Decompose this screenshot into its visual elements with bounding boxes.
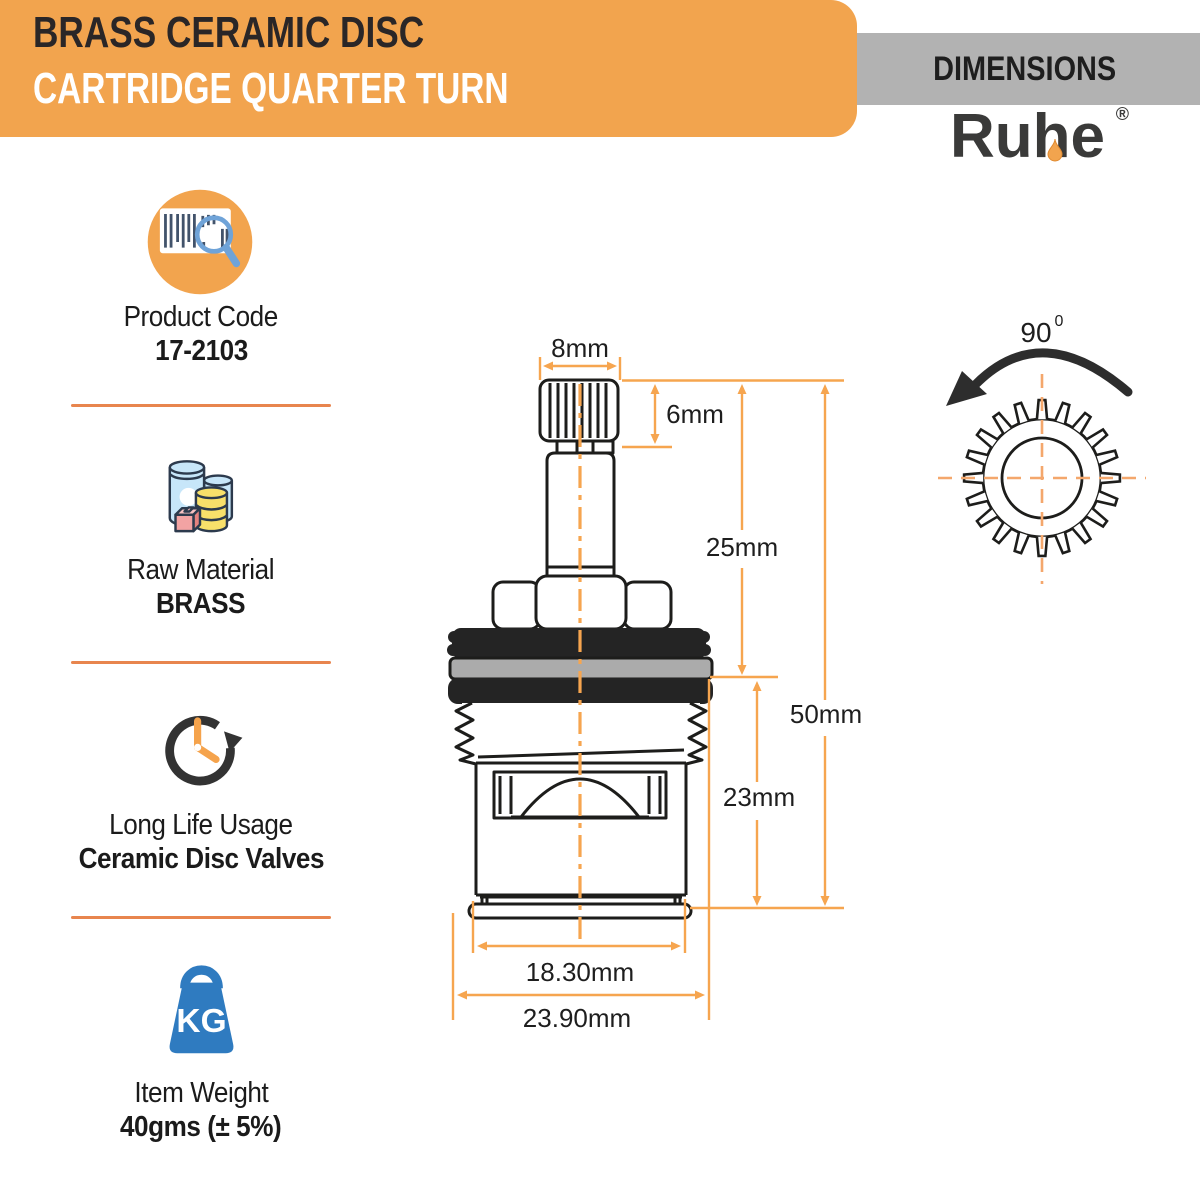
long-life-label: Long Life Usage	[109, 809, 293, 841]
rotation-angle: 90	[1020, 317, 1051, 348]
long-life-value: Ceramic Disc Valves	[78, 843, 324, 875]
sidebar-divider	[71, 661, 331, 664]
dimension-lines	[451, 357, 844, 1020]
dimension-labels: 8mm 6mm 25mm 50mm 23mm 18.30mm 23.90mm	[523, 333, 862, 1033]
title-banner: BRASS CERAMIC DISC CARTRIDGE QUARTER TUR…	[0, 0, 857, 137]
spline-top-view: 90 0	[938, 313, 1146, 584]
dim-body-height: 23mm	[723, 782, 795, 812]
dim-body-diameter: 18.30mm	[526, 957, 634, 987]
item-weight-label: Item Weight	[134, 1077, 268, 1109]
thread-right	[685, 701, 708, 766]
sidebar-divider	[71, 404, 331, 407]
rotation-angle-sup: 0	[1055, 313, 1064, 330]
dimensions-bar: DIMENSIONS	[850, 33, 1200, 105]
water-drop-icon	[1047, 139, 1063, 162]
dimension-arrowheads	[457, 361, 830, 1000]
dim-overall-height: 50mm	[790, 699, 862, 729]
raw-material-value: BRASS	[156, 588, 246, 620]
dim-upper-height: 25mm	[706, 532, 778, 562]
brand-logo: Ruhe ®	[855, 102, 1200, 171]
product-title-line1: BRASS CERAMIC DISC	[33, 8, 425, 57]
crosshair-lines	[938, 374, 1146, 584]
barcode-search-icon	[147, 189, 253, 295]
dim-spline-height: 6mm	[666, 399, 724, 429]
kg-text: KG	[176, 1003, 226, 1040]
material-cans-icon	[168, 460, 234, 533]
rotation-arrowhead	[946, 371, 987, 406]
rotation-arrow-icon	[971, 348, 1133, 397]
product-title-line2: CARTRIDGE QUARTER TURN	[33, 64, 509, 113]
raw-material-label: Raw Material	[127, 554, 275, 586]
item-weight-value: 40gms (± 5%)	[120, 1111, 282, 1143]
product-code-value: 17-2103	[154, 335, 248, 367]
dim-spline-width: 8mm	[551, 333, 609, 363]
thread-left	[454, 701, 477, 766]
dim-base-diameter: 23.90mm	[523, 1003, 631, 1033]
dimensions-label: DIMENSIONS	[933, 49, 1117, 88]
brand-name: Ruhe	[950, 102, 1105, 171]
ceramic-disc-arc	[519, 777, 641, 818]
clock-rotation-icon	[165, 715, 243, 786]
sidebar-divider	[71, 916, 331, 919]
kg-weight-icon: KG	[169, 965, 234, 1054]
registered-mark: ®	[1115, 104, 1129, 124]
product-code-label: Product Code	[123, 301, 279, 333]
